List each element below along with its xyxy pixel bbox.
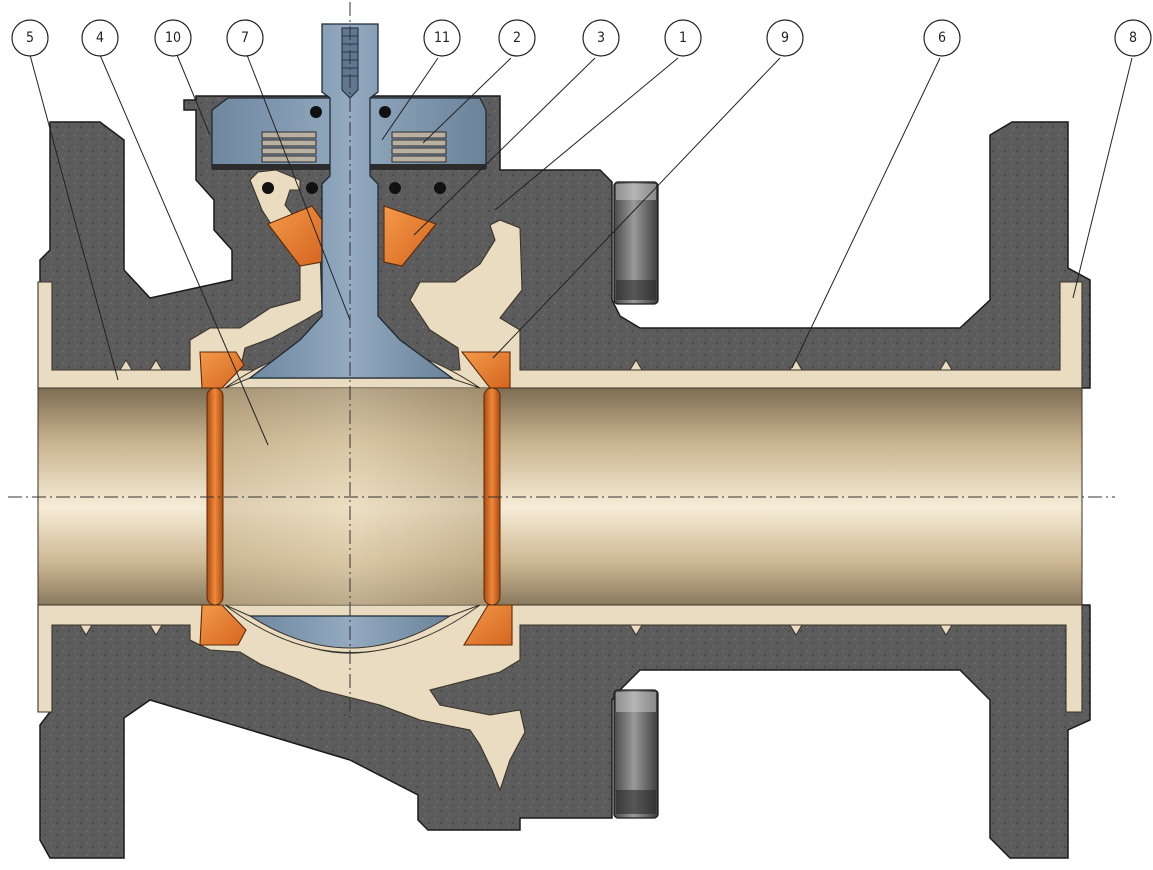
callout-9-label: 9 [781,30,789,46]
callout-3-label: 3 [597,30,605,46]
bolt-bottom [613,689,659,819]
callout-6-label: 6 [938,30,946,46]
callout-5: 5 [11,19,49,57]
callout-10-label: 10 [165,30,181,46]
stem-shaft [248,23,454,379]
callout-9: 9 [766,19,804,57]
callout-6: 6 [923,19,961,57]
callout-10: 10 [154,19,192,57]
callout-3: 3 [582,19,620,57]
seat-bottom-right [463,604,513,646]
callout-1-label: 1 [679,30,687,46]
callout-2: 2 [498,19,536,57]
seat-top-right [460,351,511,389]
callout-11-label: 11 [434,30,450,46]
packing-right [383,205,437,267]
callout-8-label: 8 [1129,30,1137,46]
callout-4: 4 [81,19,119,57]
spring-right [391,131,447,163]
spring-left [261,131,317,163]
seat-top-left [199,351,245,389]
callout-7-label: 7 [241,30,249,46]
callout-2-label: 2 [513,30,521,46]
liner-bottom-strip [37,604,1083,792]
callout-5-label: 5 [26,30,34,46]
callout-8: 8 [1114,19,1152,57]
callout-1: 1 [664,19,702,57]
seat-bottom-left [199,604,247,646]
callout-11: 11 [423,19,461,57]
seat-rings [199,351,513,646]
bolt-top [613,181,659,305]
callout-7: 7 [226,19,264,57]
leader-lines [29,54,1133,446]
callout-4-label: 4 [96,30,104,46]
